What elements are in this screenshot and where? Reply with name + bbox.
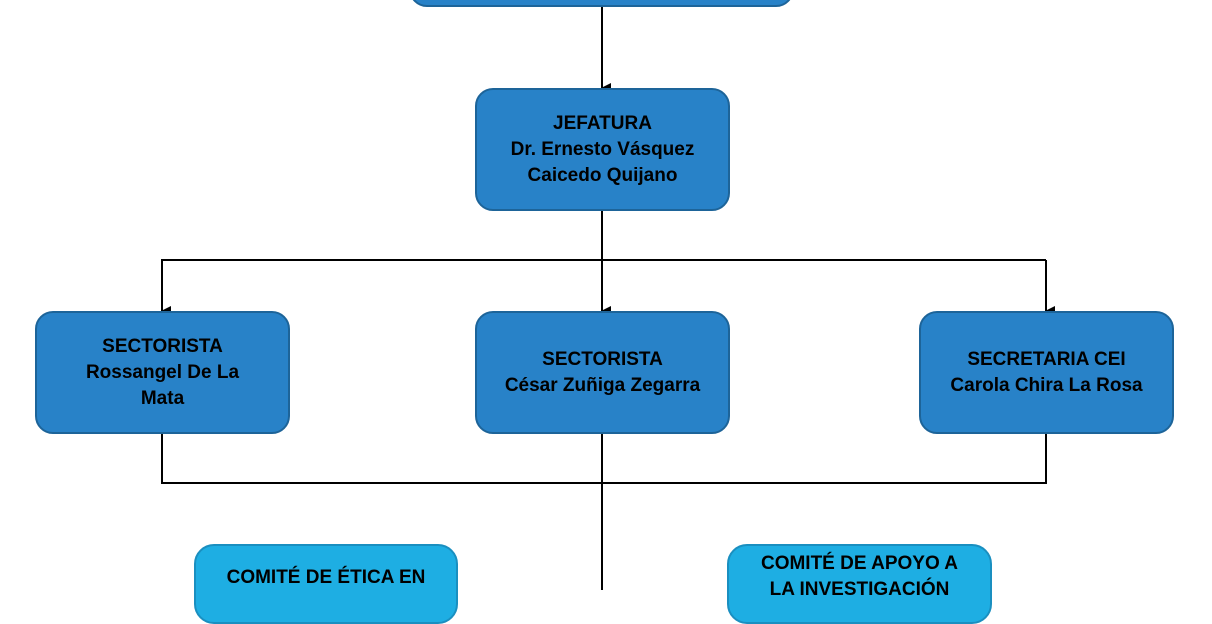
top-box	[409, 0, 794, 7]
sectorista-1-box: SECTORISTA Rossangel De La Mata	[35, 311, 290, 434]
connector-lower-bracket	[161, 433, 1047, 484]
comite-etica-title: COMITÉ DE ÉTICA EN	[226, 567, 426, 588]
comite-apoyo-box: COMITÉ DE APOYO A LA INVESTIGACIÓN	[727, 544, 992, 624]
comite-apoyo-title-2: LA INVESTIGACIÓN	[769, 579, 950, 600]
secretaria-name: Carola Chira La Rosa	[950, 374, 1143, 396]
jefatura-name-2: Caicedo Quijano	[527, 164, 678, 186]
secretaria-title: SECRETARIA CEI	[967, 348, 1126, 370]
comite-etica-box: COMITÉ DE ÉTICA EN	[194, 544, 458, 624]
connector-lines	[161, 6, 1055, 590]
sectorista-1-name-2: Mata	[140, 387, 185, 409]
jefatura-box: JEFATURA Dr. Ernesto Vásquez Caicedo Qui…	[475, 88, 730, 211]
sectorista-2-box: SECTORISTA César Zuñiga Zegarra	[475, 311, 730, 434]
sectorista-1-name-1: Rossangel De La	[85, 361, 240, 383]
jefatura-title: JEFATURA	[553, 112, 652, 134]
jefatura-name-1: Dr. Ernesto Vásquez	[510, 138, 695, 160]
comite-apoyo-title-1: COMITÉ DE APOYO A	[760, 553, 959, 574]
sectorista-1-title: SECTORISTA	[102, 335, 223, 357]
sectorista-2-title: SECTORISTA	[542, 348, 663, 370]
sectorista-2-name: César Zuñiga Zegarra	[504, 374, 701, 396]
secretaria-box: SECRETARIA CEI Carola Chira La Rosa	[919, 311, 1174, 434]
